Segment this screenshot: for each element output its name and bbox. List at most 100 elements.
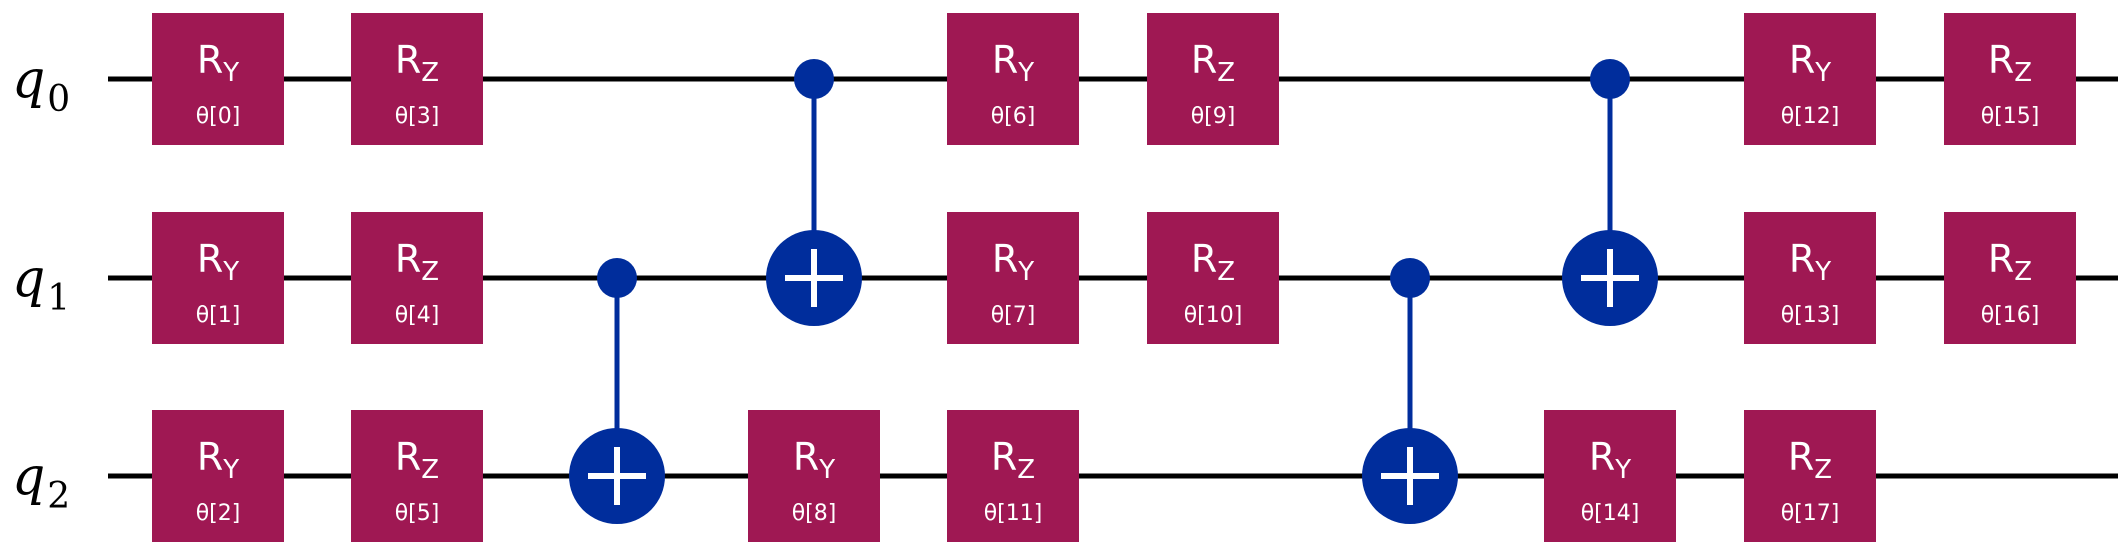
gate-axis: Z <box>1217 58 1235 88</box>
gate-axis: Y <box>1017 58 1034 88</box>
gate-name: R <box>197 237 223 281</box>
gate-box <box>1744 410 1876 542</box>
gate-label: RZ <box>395 237 439 287</box>
cnot-gate <box>1562 59 1658 326</box>
gate-param: θ[6] <box>991 104 1036 129</box>
rotation-gate: RZθ[10] <box>1147 212 1279 344</box>
gate-label: RZ <box>1988 38 2032 88</box>
cnot-gate <box>1362 258 1458 524</box>
gate-name: R <box>395 38 421 82</box>
gate-name: R <box>991 435 1017 479</box>
gate-axis: Z <box>2014 257 2032 287</box>
gate-label: RY <box>992 237 1034 287</box>
rotation-gate: RYθ[2] <box>152 410 284 542</box>
target-plus-icon <box>766 230 862 326</box>
gate-axis: Z <box>421 455 439 485</box>
gate-param: θ[4] <box>395 303 440 328</box>
control-dot <box>1590 59 1630 99</box>
gate-name: R <box>1589 435 1615 479</box>
qubit-label-2: q2 <box>12 447 70 517</box>
gate-label: RZ <box>395 435 439 485</box>
qubit-letter: q <box>12 249 45 309</box>
gate-name: R <box>395 237 421 281</box>
control-dot <box>1390 258 1430 298</box>
gate-axis: Z <box>1017 455 1035 485</box>
qubit-label-0: q0 <box>12 50 70 120</box>
gate-label: RY <box>197 435 239 485</box>
gate-label: RZ <box>1788 435 1832 485</box>
gate-axis: Y <box>222 58 239 88</box>
gate-axis: Y <box>1614 455 1631 485</box>
rotation-gate: RYθ[6] <box>947 13 1079 145</box>
gate-param: θ[10] <box>1184 303 1243 328</box>
gate-param: θ[1] <box>196 303 241 328</box>
gate-box <box>351 212 483 344</box>
gate-param: θ[15] <box>1981 104 2040 129</box>
rotation-gate: RY θ[7] <box>947 212 1079 344</box>
gate-axis: Y <box>818 455 835 485</box>
rotation-gate: RZ θ[5] <box>351 410 483 542</box>
rotation-gate: RZθ[11] <box>947 410 1079 542</box>
gate-box <box>947 410 1079 542</box>
gate-label: RY <box>992 38 1034 88</box>
qubit-index: 0 <box>47 79 70 120</box>
control-dot <box>794 59 834 99</box>
gate-box <box>947 13 1079 145</box>
gate-box <box>748 410 880 542</box>
gate-label: RY <box>197 38 239 88</box>
rotation-gates: RYθ[0]RYθ[1]RYθ[2]RZθ[3]RZθ[4]RZθ[5]RYθ[… <box>152 13 2076 542</box>
cnot-gates <box>569 59 1658 524</box>
rotation-gate: RZ θ[17] <box>1744 410 1876 542</box>
gate-axis: Y <box>1814 58 1831 88</box>
gate-param: θ[9] <box>1191 104 1236 129</box>
cnot-gate <box>569 258 665 524</box>
gate-name: R <box>1191 237 1217 281</box>
gate-name: R <box>1988 237 2014 281</box>
gate-name: R <box>992 38 1018 82</box>
target-plus-icon <box>569 428 665 524</box>
gate-box <box>1147 13 1279 145</box>
rotation-gate: RZθ[16] <box>1944 212 2076 344</box>
qubit-label-1: q1 <box>12 249 70 319</box>
gate-param: θ[5] <box>395 501 440 526</box>
gate-param: θ[12] <box>1781 104 1840 129</box>
control-dot <box>597 258 637 298</box>
gate-box <box>1744 13 1876 145</box>
gate-axis: Y <box>222 257 239 287</box>
gate-param: θ[11] <box>984 501 1043 526</box>
gate-box <box>152 212 284 344</box>
rotation-gate: RYθ[0] <box>152 13 284 145</box>
rotation-gate: RYθ[12] <box>1744 13 1876 145</box>
gate-axis: Y <box>222 455 239 485</box>
gate-name: R <box>197 38 223 82</box>
gate-axis: Y <box>1017 257 1034 287</box>
gate-name: R <box>197 435 223 479</box>
gate-name: R <box>1191 38 1217 82</box>
gate-label: RZ <box>1191 38 1235 88</box>
cnot-gate <box>766 59 862 326</box>
gate-param: θ[17] <box>1781 501 1840 526</box>
target-plus-icon <box>1362 428 1458 524</box>
gate-axis: Z <box>1217 257 1235 287</box>
gate-label: RZ <box>1988 237 2032 287</box>
gate-axis: Z <box>2014 58 2032 88</box>
rotation-gate: RYθ[14] <box>1544 410 1676 542</box>
rotation-gate: RZ θ[15] <box>1944 13 2076 145</box>
qubit-index: 1 <box>47 278 70 319</box>
gate-box <box>1147 212 1279 344</box>
gate-axis: Z <box>421 257 439 287</box>
gate-box <box>152 410 284 542</box>
gate-param: θ[13] <box>1781 303 1840 328</box>
rotation-gate: RZθ[3] <box>351 13 483 145</box>
gate-name: R <box>793 435 819 479</box>
gate-name: R <box>1789 38 1815 82</box>
gate-param: θ[14] <box>1581 501 1640 526</box>
gate-param: θ[7] <box>991 303 1036 328</box>
gate-axis: Z <box>421 58 439 88</box>
qubit-letter: q <box>12 50 45 110</box>
gate-box <box>1944 212 2076 344</box>
gate-param: θ[8] <box>792 501 837 526</box>
gate-label: RY <box>793 435 835 485</box>
